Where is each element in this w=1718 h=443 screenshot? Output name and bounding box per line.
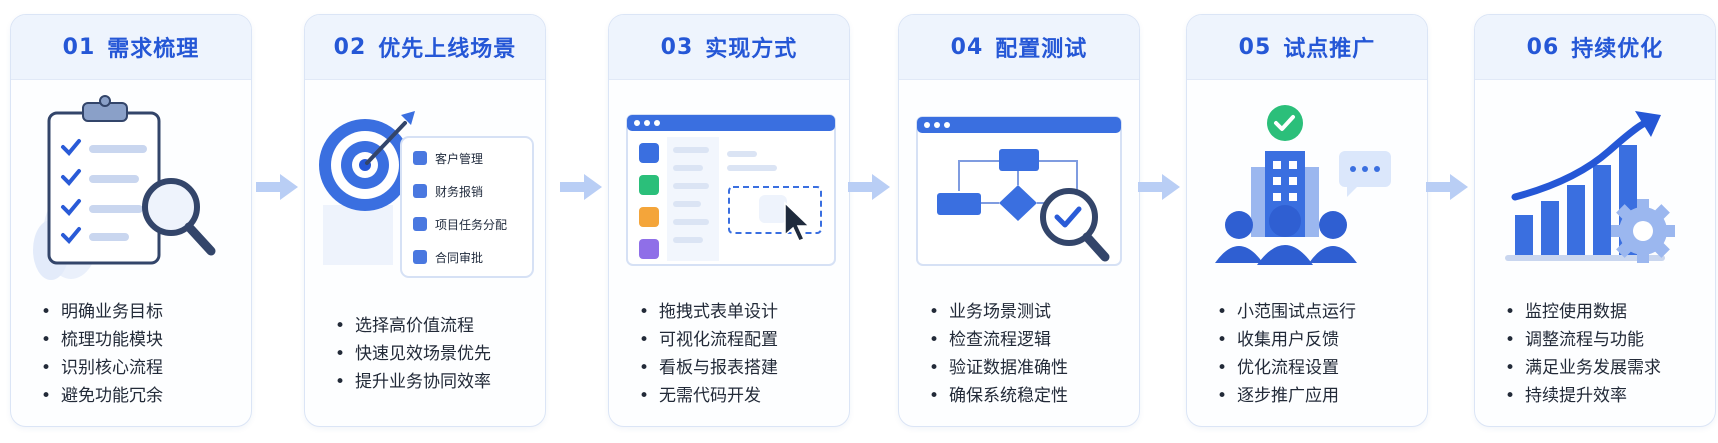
step-title: 持续优化 [1571,37,1664,62]
step-title: 需求梳理 [107,37,200,62]
bullet-item: 确保系统稳定性 [929,382,1139,410]
step-number: 06 [1526,34,1560,60]
step-card-3: 03 实现方式 [608,14,850,427]
growth-chart-gear-icon [1505,111,1675,263]
flowchart-magnifier-icon [916,116,1122,266]
bullet-item: 选择高价值流程 [335,312,545,340]
step-card-6: 06 持续优化 [1474,14,1716,427]
drag-drop-window-icon [626,114,836,266]
bullet-item: 满足业务发展需求 [1505,354,1715,382]
step-card-1: 01 需求梳理 明确业务目标 [10,14,252,427]
bullet-item: 持续提升效率 [1505,382,1715,410]
bullet-item: 优化流程设置 [1217,354,1427,382]
arrow-right-icon [256,174,298,200]
step-number: 01 [62,34,96,60]
step-header: 01 需求梳理 [11,15,251,80]
menu-item-finance: 财务报销 [435,184,483,199]
bullet-item: 无需代码开发 [639,382,849,410]
bullet-item: 提升业务协同效率 [335,368,545,396]
step-header: 02 优先上线场景 [305,15,545,80]
team-building-icon [1215,105,1391,265]
step-bullets: 小范围试点运行 收集用户反馈 优化流程设置 逐步推广应用 [1187,295,1427,412]
step-card-5: 05 试点推广 小范围试点运行 收集用户反馈 [1186,14,1428,427]
step-bullets: 业务场景测试 检查流程逻辑 验证数据准确性 确保系统稳定性 [899,295,1139,412]
step-header: 03 实现方式 [609,15,849,80]
step-bullets: 选择高价值流程 快速见效场景优先 提升业务协同效率 [305,295,545,412]
step-title: 实现方式 [705,37,798,62]
bullet-item: 拖拽式表单设计 [639,298,849,326]
step-header: 06 持续优化 [1475,15,1715,80]
bullet-item: 小范围试点运行 [1217,298,1427,326]
step-bullets: 明确业务目标 梳理功能模块 识别核心流程 避免功能冗余 [11,295,251,412]
bullet-item: 调整流程与功能 [1505,326,1715,354]
step-header: 05 试点推广 [1187,15,1427,80]
menu-item-customer: 客户管理 [435,151,483,166]
bullet-item: 明确业务目标 [41,298,251,326]
clipboard-checklist-magnifier-icon [33,95,216,280]
bullet-item: 验证数据准确性 [929,354,1139,382]
menu-item-project: 项目任务分配 [435,217,507,232]
bullet-item: 梳理功能模块 [41,326,251,354]
bullet-item: 识别核心流程 [41,354,251,382]
step-bullets: 拖拽式表单设计 可视化流程配置 看板与报表搭建 无需代码开发 [609,295,849,412]
step-number: 05 [1238,34,1272,60]
step-card-2: 02 优先上线场景 客户管理 财务报销 项目任务分配 合同审批 [304,14,546,427]
bullet-item: 看板与报表搭建 [639,354,849,382]
menu-item-contract: 合同审批 [435,250,483,265]
bullet-item: 收集用户反馈 [1217,326,1427,354]
arrow-right-icon [1426,174,1468,200]
arrow-right-icon [848,174,890,200]
target-arrow-icon: 客户管理 财务报销 项目任务分配 合同审批 [319,111,534,278]
step-card-4: 04 配置测试 业务场景测试 检查流程逻辑 验证数据准确性 [898,14,1140,427]
arrow-right-icon [1138,174,1180,200]
arrow-right-icon [560,174,602,200]
step-title: 试点推广 [1283,37,1376,62]
step-bullets: 监控使用数据 调整流程与功能 满足业务发展需求 持续提升效率 [1475,295,1715,412]
bullet-item: 可视化流程配置 [639,326,849,354]
step-title: 配置测试 [995,37,1088,62]
bullet-item: 检查流程逻辑 [929,326,1139,354]
step-number: 02 [333,34,367,60]
step-header: 04 配置测试 [899,15,1139,80]
step-title: 优先上线场景 [378,37,517,62]
bullet-item: 快速见效场景优先 [335,340,545,368]
step-number: 04 [950,34,984,60]
bullet-item: 监控使用数据 [1505,298,1715,326]
bullet-item: 逐步推广应用 [1217,382,1427,410]
bullet-item: 业务场景测试 [929,298,1139,326]
step-number: 03 [660,34,694,60]
bullet-item: 避免功能冗余 [41,382,251,410]
